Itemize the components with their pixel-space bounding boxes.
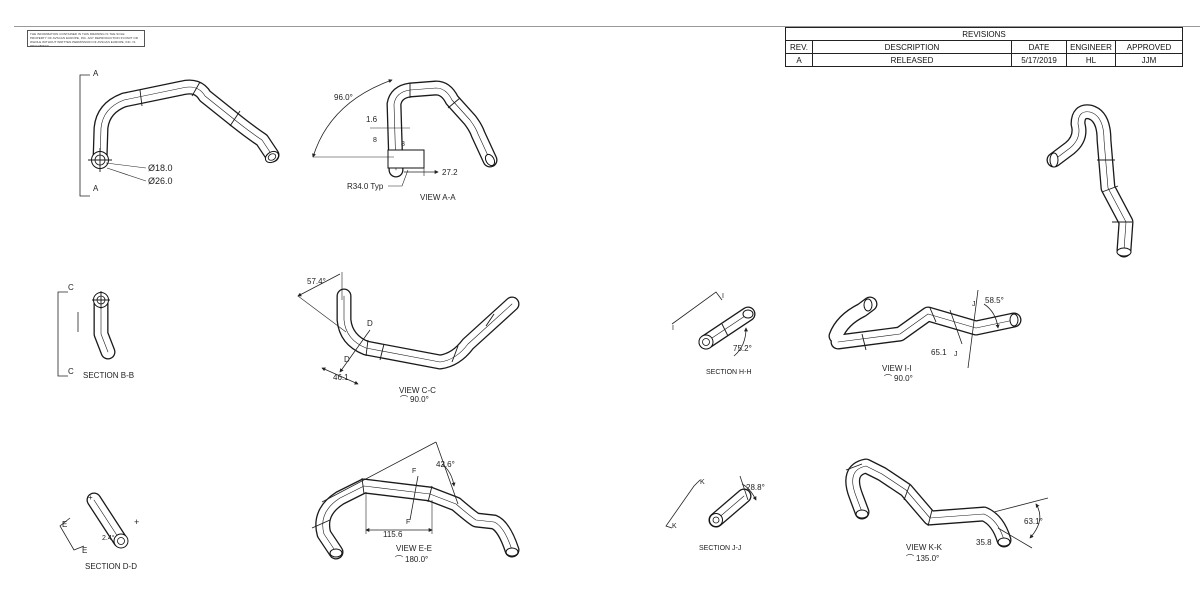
revisions-table: REVISIONS REV. DESCRIPTION DATE ENGINEER… (785, 27, 1183, 67)
rev-cell-approved: JJM (1115, 53, 1183, 67)
dim-1-6: 1.6 (366, 115, 378, 124)
section-letter-a-bottom: A (93, 184, 99, 193)
section-i-letter-bottom: I (672, 325, 674, 332)
dim-8-b: 8 (401, 141, 405, 148)
view-ee: 42.6° F F 115.6 VIEW E-E ⌒ 180.0° (311, 441, 520, 564)
view-kk: 63.1° 35.8 VIEW K-K ⌒ 135.0° (845, 458, 1049, 563)
angle-63-1: 63.1° (1024, 517, 1043, 526)
section-hh-title: SECTION H-H (706, 369, 752, 376)
angle-28-8: 28.8° (746, 483, 765, 492)
view-kk-title: VIEW K-K (906, 543, 943, 552)
angle-58-5: 58.5° (985, 296, 1004, 305)
angle-42-6: 42.6° (436, 460, 455, 469)
section-e-letter-top: E (62, 520, 67, 529)
dim-inner-diameter: Ø18.0 (148, 163, 173, 173)
section-b-letter-top: C (68, 283, 74, 292)
isometric-view (1046, 104, 1134, 258)
section-d-letter-top: D (367, 319, 373, 328)
view-cc: 57.4° D D 46.1 VIEW C-C ⌒ 90.0° (297, 272, 520, 404)
dim-outer-diameter: Ø26.0 (148, 176, 173, 186)
revision-row: A RELEASED 5/17/2019 HL JJM (785, 53, 1183, 67)
section-hh: I I 75.2° SECTION H-H (671, 291, 756, 376)
dim-46-1: 46.1 (333, 373, 349, 382)
section-dd: E E + + 2.4° SECTION D-D (59, 492, 139, 571)
section-dd-title: SECTION D-D (85, 562, 137, 571)
dim-65-1: 65.1 (931, 348, 947, 357)
section-j-letter-top: J (972, 301, 976, 308)
angle-2-4: 2.4° (102, 534, 115, 542)
view-cc-title: VIEW C-C (399, 386, 436, 395)
section-e-letter-bottom: E (82, 546, 87, 555)
rotation-cc-icon: ⌒ (400, 395, 408, 404)
rotation-ee-icon: ⌒ (395, 555, 403, 564)
angle-96: 96.0° (334, 93, 353, 102)
section-d-letter-bottom: D (344, 355, 350, 364)
dim-35-8: 35.8 (976, 538, 992, 547)
angle-57-4: 57.4° (307, 277, 326, 286)
view-ii-title: VIEW I-I (882, 364, 912, 373)
view-ee-title: VIEW E-E (396, 544, 432, 553)
view-ee-rotation: 180.0° (405, 555, 428, 564)
dim-8-a: 8 (373, 137, 377, 144)
dim-115-6: 115.6 (383, 530, 403, 539)
section-i-letter-top: I (722, 293, 724, 300)
sheet-border-top (14, 26, 1200, 27)
section-j-letter-bottom: J (954, 351, 958, 358)
section-k-letter-bottom: K (672, 523, 677, 530)
section-f-letter-top: F (412, 468, 416, 475)
rotation-ii-icon: ⌒ (884, 374, 892, 383)
radius-34: R34.0 Typ (347, 182, 384, 191)
rev-cell-rev: A (785, 53, 813, 67)
view-ii-rotation: 90.0° (894, 374, 913, 383)
main-view: A A Ø18.0 Ø26.0 (79, 69, 280, 197)
view-cc-rotation: 90.0° (410, 395, 429, 404)
section-jj: K K 28.8° SECTION J-J (665, 475, 765, 552)
view-aa: 96.0° 1.6 8 8 27.2 R34.0 Typ VIEW A-A (312, 79, 498, 202)
dim-27-2: 27.2 (442, 168, 458, 177)
proprietary-notice: THE INFORMATION CONTAINED IN THIS DRAWIN… (27, 30, 145, 47)
view-aa-title: VIEW A-A (420, 193, 456, 202)
section-bb-title: SECTION B-B (83, 371, 134, 380)
view-ii: J J 58.5° 65.1 VIEW I-I ⌒ 90.0° (828, 289, 1022, 383)
section-k-letter-top: K (700, 479, 705, 486)
section-jj-title: SECTION J-J (699, 545, 741, 552)
angle-75-2: 75.2° (733, 344, 752, 353)
section-dd-cross-b: + (134, 517, 139, 527)
section-f-letter-bottom: F (406, 519, 410, 526)
section-b-letter-bottom: C (68, 367, 74, 376)
rotation-kk-icon: ⌒ (906, 554, 914, 563)
section-dd-cross-a: + (88, 493, 93, 502)
view-kk-rotation: 135.0° (916, 554, 939, 563)
section-bb: C C SECTION B-B (57, 283, 134, 380)
section-letter-a-top: A (93, 69, 99, 78)
section-line-aa (79, 74, 90, 197)
